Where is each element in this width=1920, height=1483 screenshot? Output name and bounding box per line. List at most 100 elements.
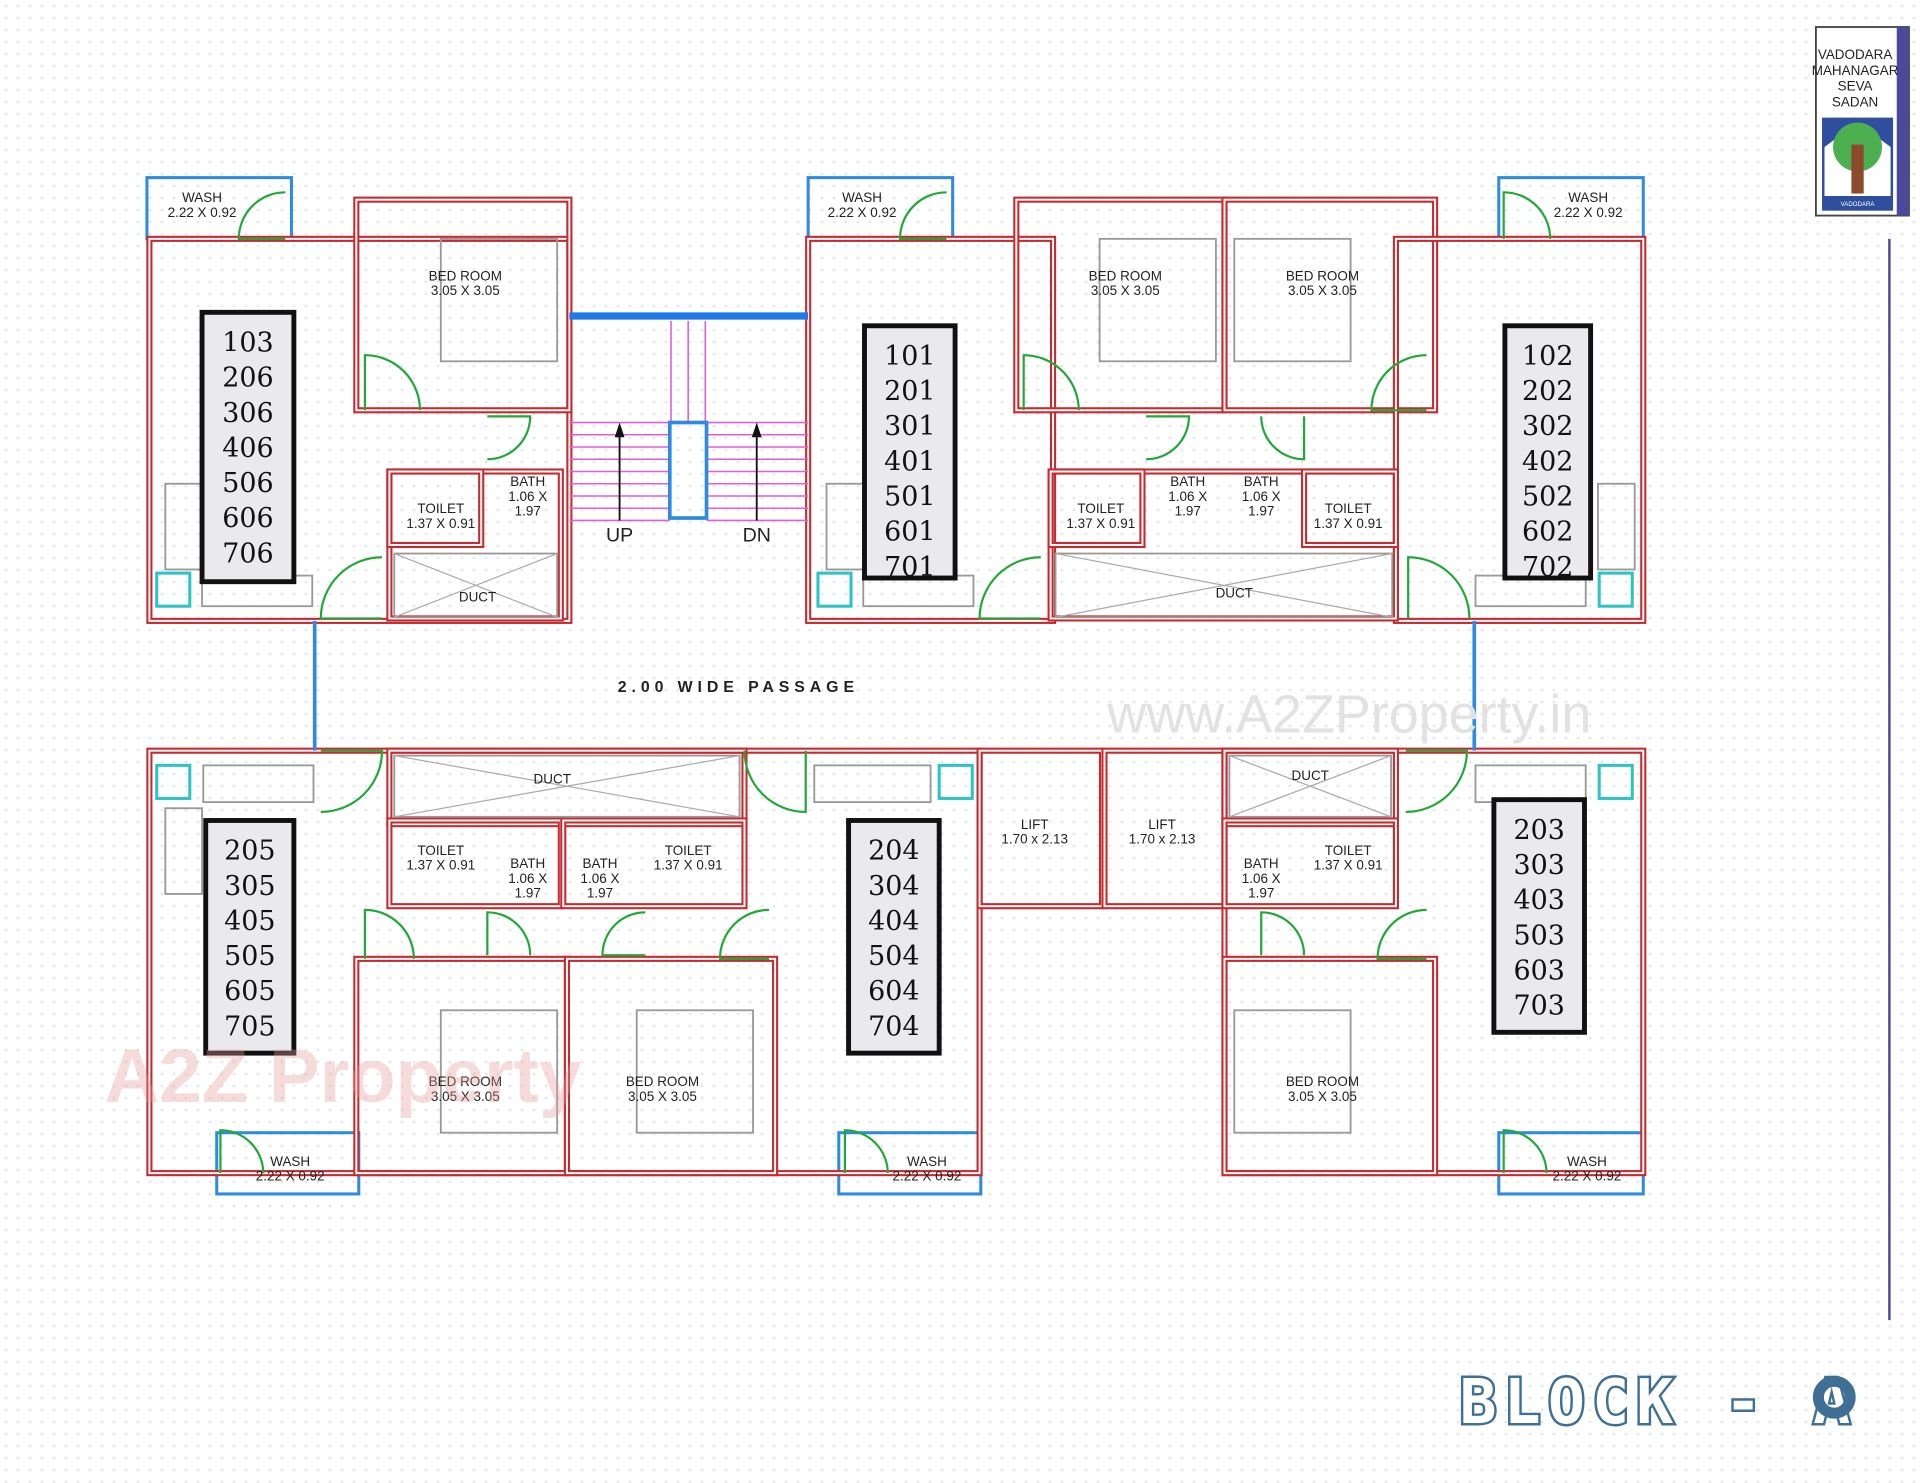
lift-label: 1.70 x 2.13	[1001, 832, 1068, 847]
bath-label: 1.06 X	[1242, 871, 1281, 886]
door-swing	[1502, 191, 1552, 239]
toilet-label: TOILET	[1077, 501, 1124, 516]
bath-label: BATH	[1244, 474, 1279, 489]
column-marker	[1597, 571, 1634, 608]
stair-up-label: UP	[606, 524, 633, 546]
duct-label: DUCT	[534, 772, 571, 787]
logo-line: SEVA	[1838, 79, 1873, 94]
logo-line: SADAN	[1832, 95, 1878, 110]
furniture	[1233, 237, 1352, 363]
unit-number: 705	[224, 1011, 275, 1042]
furniture	[393, 552, 559, 619]
bath-label: 1.97	[1248, 504, 1274, 519]
bedroom-label: 3.05 X 3.05	[1091, 283, 1160, 298]
unit-number: 403	[1513, 885, 1564, 916]
toilet-label: TOILET	[417, 843, 464, 858]
unit-number: 101	[884, 341, 935, 372]
bath-label: BATH	[1170, 474, 1205, 489]
unit-number: 406	[222, 433, 273, 464]
toilet-label: 1.37 X 0.91	[1314, 516, 1383, 531]
bath-label: 1.06 X	[508, 489, 547, 504]
toilet-label: 1.37 X 0.91	[654, 857, 723, 872]
unit-number-boxes: 1032063064065066067061012013014015016017…	[199, 309, 1594, 1056]
svg-text:VADODARA: VADODARA	[1841, 201, 1876, 208]
unit-number: 201	[884, 376, 935, 407]
furniture	[1228, 754, 1392, 818]
wall-inner	[1223, 198, 1437, 412]
wash-label: WASH	[182, 190, 222, 205]
watermark-logo: A2Z Property	[105, 1034, 582, 1119]
door-swing	[978, 556, 1041, 620]
wall	[1221, 196, 1439, 414]
walls	[145, 176, 1647, 1196]
toilet-label: 1.37 X 0.91	[1066, 516, 1135, 531]
wash-label: 2.22 X 0.92	[893, 1168, 962, 1183]
bedroom-label: 3.05 X 3.05	[1288, 1089, 1357, 1104]
unit-number: 305	[224, 871, 275, 902]
unit-number: 501	[884, 482, 935, 513]
wall	[1013, 196, 1228, 414]
wall	[353, 196, 573, 414]
bedroom-label: BED ROOM	[1286, 1074, 1359, 1089]
unit-number: 505	[224, 941, 275, 972]
wash-label: WASH	[1568, 190, 1608, 205]
unit-number: 303	[1513, 850, 1564, 881]
toilet-label: 1.37 X 0.91	[406, 857, 475, 872]
wash-label: 2.22 X 0.92	[1554, 205, 1623, 220]
logo-line: VADODARA	[1818, 47, 1893, 62]
bath-label: 1.06 X	[1242, 489, 1281, 504]
duct-label: DUCT	[459, 589, 496, 604]
wall-inner	[1223, 749, 1397, 826]
unit-number: 704	[868, 1011, 919, 1042]
wall-inner	[1015, 198, 1226, 412]
unit-number: 206	[222, 363, 273, 394]
wall-inner	[562, 819, 746, 908]
lift-label: LIFT	[1148, 817, 1176, 832]
unit-number: 306	[222, 398, 273, 429]
column-marker	[816, 571, 853, 608]
bedroom-label: BED ROOM	[429, 1074, 502, 1089]
bedroom-label: 3.05 X 3.05	[628, 1089, 697, 1104]
furniture	[164, 482, 203, 571]
wall-inner	[1303, 470, 1397, 546]
unit-number: 702	[1522, 552, 1573, 583]
unit-number: 204	[868, 836, 919, 867]
toilet-label: TOILET	[1325, 501, 1372, 516]
unit-number: 205	[224, 836, 275, 867]
door-swing	[363, 908, 415, 959]
wall-inner	[355, 198, 571, 412]
door-swing	[843, 1129, 889, 1174]
unit-number: 605	[224, 976, 275, 1007]
passage-label: 2.00 WIDE PASSAGE	[618, 679, 859, 696]
unit-number: 604	[868, 976, 919, 1007]
bedroom-label: 3.05 X 3.05	[431, 1089, 500, 1104]
door-swing	[487, 415, 532, 461]
logo-line: MAHANAGAR	[1812, 63, 1899, 78]
bath-label: BATH	[583, 856, 618, 871]
unit-number: 405	[224, 906, 275, 937]
unit-number: 304	[868, 871, 919, 902]
toilet-label: 1.37 X 0.91	[1314, 857, 1383, 872]
furniture	[635, 1009, 754, 1134]
door-swing	[320, 749, 384, 814]
door-swing	[1502, 1129, 1548, 1174]
column-marker	[1597, 763, 1634, 800]
unit-number: 502	[1522, 482, 1573, 513]
wash-label: 2.22 X 0.92	[828, 205, 897, 220]
toilet-label: TOILET	[665, 843, 712, 858]
wash-label: 2.22 X 0.92	[168, 205, 237, 220]
toilet-label: 1.37 X 0.91	[406, 516, 475, 531]
wash-label: 2.22 X 0.92	[256, 1168, 325, 1183]
lift-label: LIFT	[1021, 817, 1049, 832]
door-swing	[601, 911, 646, 957]
unit-number: 302	[1522, 411, 1573, 442]
column-marker	[155, 763, 192, 800]
bath-label: 1.97	[1175, 504, 1201, 519]
unit-number: 602	[1522, 517, 1573, 548]
door-swing	[1370, 354, 1427, 412]
unit-number: 503	[1513, 920, 1564, 951]
